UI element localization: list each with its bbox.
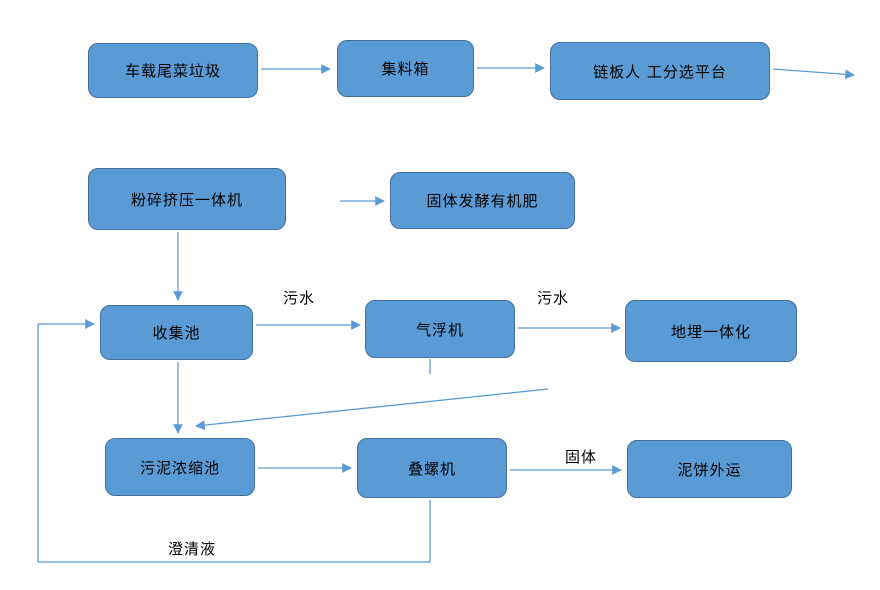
- node-sludge-thickener[interactable]: 污泥浓缩池: [105, 438, 255, 496]
- node-label: 链板人 工分选平台: [593, 62, 727, 81]
- edge-label-sewage-1: 污水: [283, 289, 316, 307]
- node-label: 泥饼外运: [677, 460, 742, 479]
- node-solid-fertilizer[interactable]: 固体发酵有机肥: [390, 172, 575, 229]
- node-buried-integration[interactable]: 地埋一体化: [625, 300, 797, 362]
- node-collection-pool[interactable]: 收集池: [100, 305, 253, 360]
- node-label: 集料箱: [381, 60, 430, 78]
- node-label: 收集池: [152, 324, 201, 342]
- node-label: 固体发酵有机肥: [426, 192, 539, 210]
- node-mudcake-transport[interactable]: 泥饼外运: [627, 440, 792, 498]
- node-label: 车载尾菜垃圾: [124, 62, 221, 80]
- node-label: 叠螺机: [407, 459, 456, 478]
- node-label: 地埋一体化: [670, 322, 751, 341]
- arrow-sortingplatform-offpage: [772, 68, 855, 80]
- node-collection-box[interactable]: 集料箱: [337, 40, 474, 97]
- node-screw-press[interactable]: 叠螺机: [357, 438, 507, 498]
- edge-label-clarified-liquid: 澄清液: [168, 540, 217, 558]
- node-vehicle-waste[interactable]: 车载尾菜垃圾: [88, 43, 258, 98]
- edge-label-solid: 固体: [565, 448, 598, 466]
- node-label: 污泥浓缩池: [139, 458, 220, 477]
- node-sorting-platform[interactable]: 链板人 工分选平台: [550, 42, 770, 100]
- node-label: 粉碎挤压一体机: [130, 190, 243, 209]
- node-crusher-press[interactable]: 粉碎挤压一体机: [88, 168, 286, 230]
- arrow-airflotation-sludgethickener: [195, 388, 549, 430]
- node-label: 气浮机: [415, 320, 464, 339]
- node-air-flotation[interactable]: 气浮机: [365, 300, 515, 358]
- edge-label-sewage-2: 污水: [537, 289, 570, 307]
